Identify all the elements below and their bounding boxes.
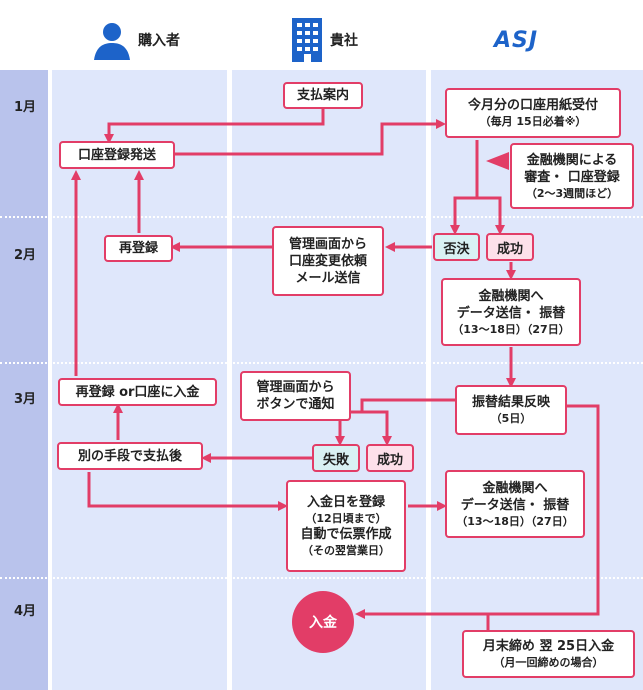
month-label-jan: 1月 (14, 100, 37, 115)
bank-review-duration: （2〜3週間ほど） (525, 186, 619, 200)
deposit-date-line2: （12日頃まで） (305, 512, 387, 525)
bank-send-1-dates: （13〜18日）（27日） (452, 322, 570, 336)
fail-tag: 失敗 (312, 444, 360, 472)
success-tag: 成功 (486, 233, 534, 261)
header-company-label: 貴社 (330, 33, 358, 49)
arrow-result-to-deposit (355, 404, 600, 619)
deposit-date-line4: （その翌営業日） (302, 544, 390, 557)
transfer-result-title: 振替結果反映 (471, 395, 550, 410)
bank-send-2-line2: データ送信・ 振替 (460, 497, 570, 513)
header-buyer: 購入者 (92, 20, 180, 60)
success2-tag: 成功 (366, 444, 414, 472)
bank-review-line1: 金融機関による (526, 152, 618, 168)
bank-send-box-2: 金融機関へ データ送信・ 振替 （13〜18日）（27日） (445, 470, 585, 538)
arrow-registration-to-receipt (175, 119, 446, 156)
arrow-result-branch (360, 398, 455, 412)
bank-send-1-line1: 金融機関へ (478, 288, 544, 304)
arrow-to-success2 (362, 410, 392, 446)
admin-mail-line2: 口座変更依頼 (288, 253, 367, 269)
month-label-apr: 4月 (14, 604, 37, 619)
building-icon (292, 18, 322, 62)
person-icon (94, 23, 130, 60)
month-end-box: 月末締め 翌 25日入金 （月一回締めの場合） (462, 630, 635, 678)
header-company: 貴社 (290, 18, 358, 62)
asj-logo: ASJ (494, 27, 539, 53)
reject-tag: 否決 (433, 233, 480, 261)
other-payment-box: 別の手段で支払後 (57, 442, 203, 470)
bank-review-box: 金融機関による 審査・ 口座登録 （2〜3週間ほど） (510, 143, 634, 209)
arrow-to-success (477, 196, 505, 235)
separator-feb (0, 216, 643, 218)
transfer-result-date: （5日） (490, 412, 532, 425)
deposit-circle: 入金 (292, 591, 354, 653)
bank-send-2-dates: （13〜18日）（27日） (456, 514, 574, 528)
admin-mail-line3: メール送信 (295, 270, 361, 286)
header-buyer-label: 購入者 (138, 33, 180, 49)
deposit-date-line1: 入金日を登録 (306, 495, 385, 510)
bank-review-line2: 審査・ 口座登録 (524, 169, 620, 185)
arrow-payment-to-registration (104, 108, 325, 144)
arrow-other-to-deposit-date (87, 472, 288, 511)
form-receipt-title: 今月分の口座用紙受付 (467, 98, 598, 113)
month-label-mar: 3月 (14, 392, 37, 407)
admin-button-box: 管理画面から ボタンで通知 (240, 371, 351, 421)
deposit-date-line3: 自動で伝票作成 (300, 527, 392, 542)
payment-info-box: 支払案内 (283, 82, 363, 109)
transfer-result-box: 振替結果反映 （5日） (455, 385, 567, 435)
admin-button-line1: 管理画面から (256, 380, 335, 395)
account-registration-box: 口座登録発送 (59, 141, 175, 169)
separator-apr (0, 577, 643, 579)
bank-send-box-1: 金融機関へ データ送信・ 振替 （13〜18日）（27日） (441, 278, 581, 346)
month-label-feb: 2月 (14, 248, 37, 263)
admin-mail-line1: 管理画面から (288, 236, 367, 252)
form-receipt-deadline: （毎月 15日必着※） (479, 115, 587, 128)
month-end-line1: 月末締め 翌 25日入金 (482, 639, 615, 654)
form-receipt-box: 今月分の口座用紙受付 （毎月 15日必着※） (445, 88, 621, 138)
reregister-or-deposit-box: 再登録 or口座に入金 (58, 378, 217, 406)
separator-mar (0, 362, 643, 364)
month-end-line2: （月一回締めの場合） (493, 656, 604, 669)
bank-send-1-line2: データ送信・ 振替 (456, 305, 566, 321)
admin-mail-box: 管理画面から 口座変更依頼 メール送信 (272, 226, 384, 296)
admin-button-line2: ボタンで通知 (256, 397, 335, 412)
reregister-box: 再登録 (104, 235, 173, 262)
arrow-to-reject (450, 196, 477, 235)
bank-send-2-line1: 金融機関へ (482, 480, 548, 496)
month-column (0, 70, 48, 690)
review-callout-pointer (486, 152, 509, 170)
deposit-date-box: 入金日を登録 （12日頃まで） 自動で伝票作成 （その翌営業日） (286, 480, 406, 572)
